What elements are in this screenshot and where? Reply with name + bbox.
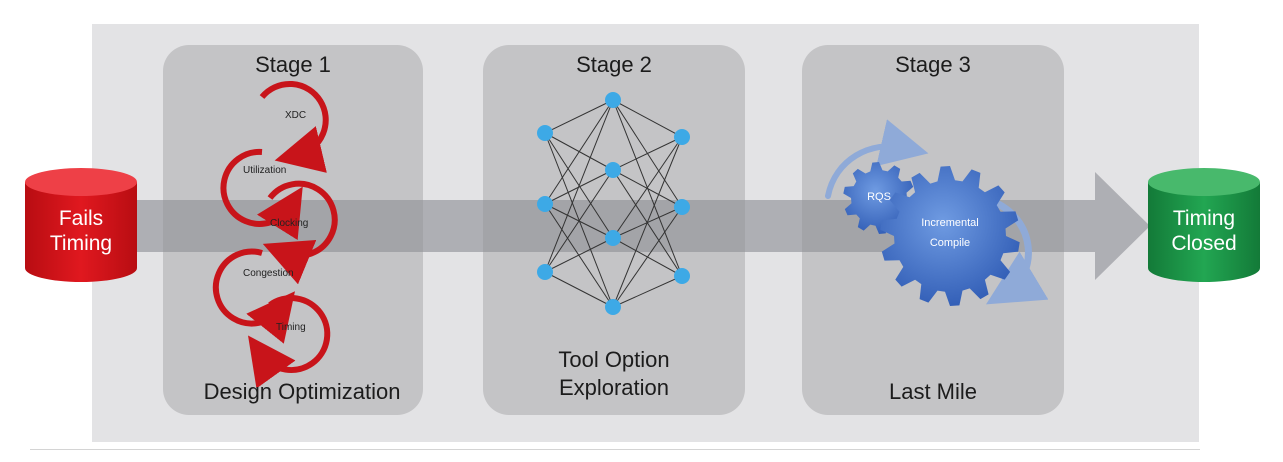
network-edge — [544, 132, 614, 308]
network-node — [605, 162, 621, 178]
timing-closed-line-1: Timing — [1172, 207, 1236, 230]
stage-3-caption: Last Mile — [888, 379, 978, 404]
network-node — [605, 230, 621, 246]
rqs-gear-shape — [843, 162, 915, 234]
network-edge — [612, 136, 683, 308]
network-edge — [612, 275, 683, 308]
network-node — [537, 264, 553, 280]
stage-1-caption: Design Optimization — [203, 379, 401, 404]
timing-closed-line-2: Closed — [1171, 232, 1237, 255]
network-edge — [612, 136, 683, 239]
network-edge — [612, 169, 683, 208]
cycle-arrow-right — [986, 196, 1049, 305]
stage-1-title: Stage 1 — [255, 52, 331, 77]
loop-arrow-5 — [247, 295, 331, 389]
stage-2-caption-line-2: Exploration — [558, 375, 670, 400]
divider-line — [30, 449, 1200, 450]
network-edge — [612, 136, 683, 171]
network-edge — [544, 169, 614, 273]
network-node — [605, 92, 621, 108]
loop-arrow-1 — [259, 81, 329, 173]
network-edge — [544, 99, 614, 273]
network-node — [674, 129, 690, 145]
network-edge — [544, 237, 614, 273]
cycle-arrow-left — [825, 119, 929, 199]
incremental-compile-gear-shape — [880, 166, 1020, 306]
fails-timing-line-2: Timing — [49, 232, 113, 255]
incremental-line: Incremental — [921, 217, 979, 229]
loop-arrow-2 — [220, 148, 303, 241]
rqs-label: RQS — [867, 191, 891, 203]
network-edge — [544, 99, 614, 134]
loop-arrow-4 — [212, 248, 296, 344]
loop-label-utilization: Utilization — [243, 165, 287, 176]
stage-2-caption: Tool Option Exploration — [483, 346, 745, 402]
network-edge — [612, 206, 683, 308]
stage-2-caption-line-1: Tool Option — [558, 347, 670, 372]
timing-closed-label: Timing Closed — [1148, 206, 1260, 256]
network-node — [605, 299, 621, 315]
network-node — [537, 125, 553, 141]
stage-3-title: Stage 3 — [895, 52, 971, 77]
fails-timing-cylinder — [25, 168, 137, 282]
incremental-compile-gear — [880, 166, 1020, 306]
fails-timing-label: Fails Timing — [25, 206, 137, 256]
network-node — [674, 199, 690, 215]
loop-label-xdc: XDC — [285, 110, 307, 121]
stage-1-loop-chain — [212, 81, 338, 389]
network-node — [537, 196, 553, 212]
network-edge — [612, 99, 683, 138]
incremental-compile-label: Incremental Compile — [905, 213, 995, 253]
loop-arrow-3 — [262, 180, 338, 285]
flow-arrow — [120, 172, 1150, 280]
loop-label-congestion: Congestion — [243, 268, 294, 279]
fails-timing-line-1: Fails — [58, 207, 104, 230]
network-node — [674, 268, 690, 284]
loop-label-timing: Timing — [276, 322, 306, 333]
network-nodes — [537, 92, 690, 315]
network-edges — [544, 99, 683, 308]
compile-line: Compile — [929, 237, 971, 249]
timing-closed-cylinder — [1148, 168, 1260, 282]
network-edge — [544, 271, 614, 308]
stage-2-title: Stage 2 — [576, 52, 652, 77]
rqs-gear — [843, 162, 915, 234]
loop-label-clocking: Clocking — [270, 218, 309, 229]
network-edge — [544, 99, 614, 205]
